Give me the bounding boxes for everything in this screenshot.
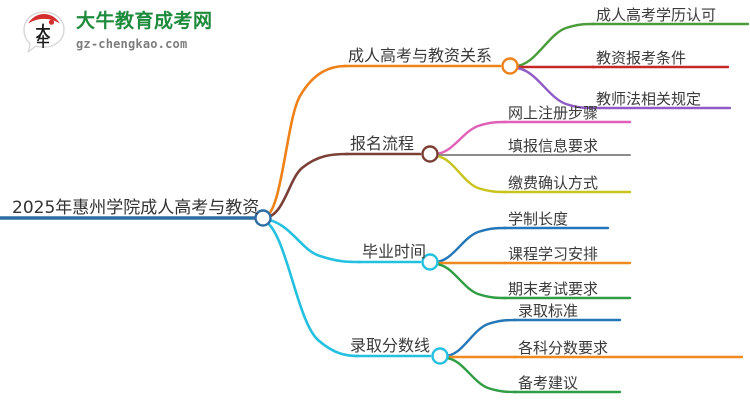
daniu-bull-speech-bubble-logo-icon: 大 牛 [23,11,65,54]
branch-link-3 [261,217,362,264]
svg-text:大: 大 [35,23,50,41]
leaf-label-1-3[interactable]: 教师法相关规定 [596,90,702,108]
leaf-link-3-1 [433,226,508,264]
logo-subtitle: gz-chengkao.com [76,36,188,51]
svg-text:牛: 牛 [36,34,49,50]
branch-link-1 [261,64,348,220]
leaf-label-1-1[interactable]: 成人高考学历认可 [596,6,717,24]
leaf-link-4-3 [443,356,518,394]
leaf-label-2-1[interactable]: 网上注册步骤 [508,104,599,122]
branch-node-circle-3[interactable] [421,253,439,271]
branch-link-4 [261,218,360,358]
branch-label-2[interactable]: 报名流程 [350,134,415,153]
leaf-label-3-3[interactable]: 期末考试要求 [508,280,599,298]
branch-label-4[interactable]: 录取分数线 [350,336,431,355]
branch-link-2 [261,152,350,220]
branch-label-3[interactable]: 毕业时间 [362,242,427,261]
leaf-link-2-1 [433,120,508,156]
site-logo[interactable]: 大 牛 大牛教育成考网 gz-chengkao.com [20,10,260,58]
branch-node-circle-1[interactable] [501,57,519,75]
root-node-circle[interactable] [254,209,272,227]
branch-node-circle-2[interactable] [421,145,439,163]
leaf-label-4-1[interactable]: 录取标准 [518,302,579,320]
logo-text: 大牛教育成考网 gz-chengkao.com [76,10,213,51]
leaf-label-4-3[interactable]: 备考建议 [518,374,579,392]
leaf-label-3-2[interactable]: 课程学习安排 [508,245,599,263]
leaf-label-2-3[interactable]: 缴费确认方式 [508,174,599,192]
leaf-label-4-2[interactable]: 各科分数要求 [518,339,609,357]
leaf-label-2-2[interactable]: 填报信息要求 [508,137,599,155]
branch-node-circle-4[interactable] [431,347,449,365]
leaf-label-3-1[interactable]: 学制长度 [508,210,569,228]
leaf-link-1-3 [513,66,596,110]
leaf-link-2-3 [433,154,508,194]
root-node-label[interactable]: 2025年惠州学院成人高考与教资 [12,198,260,218]
leaf-label-1-2[interactable]: 教资报考条件 [596,49,687,67]
leaf-link-1-1 [513,22,596,68]
leaf-link-3-3 [433,262,508,300]
leaf-link-4-1 [443,318,518,358]
logo-title: 大牛教育成考网 [76,10,213,32]
branch-label-1[interactable]: 成人高考与教资关系 [348,46,493,65]
